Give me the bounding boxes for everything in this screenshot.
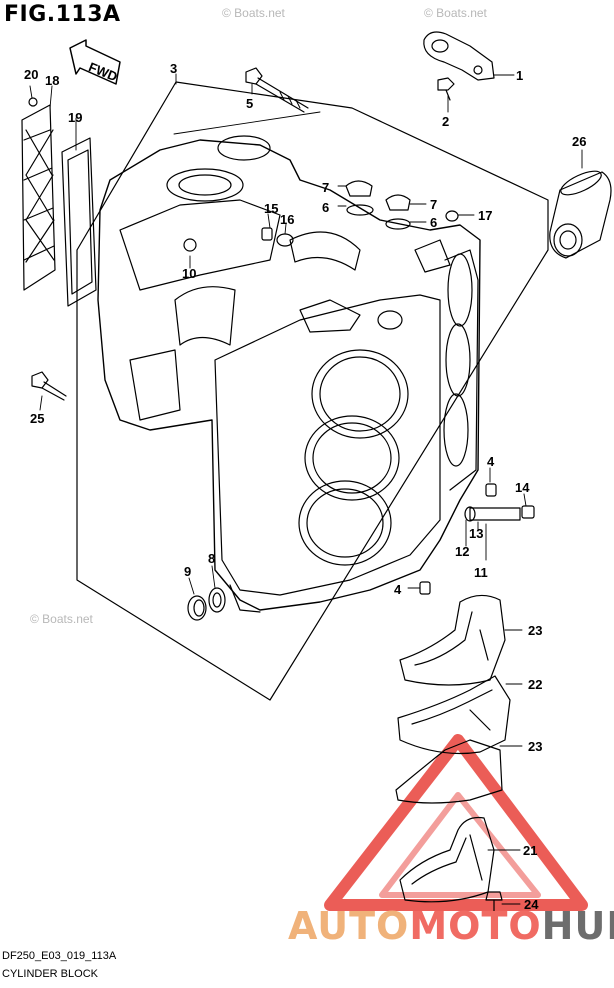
brand-part-moto: MOTO — [409, 904, 542, 948]
callout-5: 5 — [246, 96, 253, 111]
callout-11: 11 — [474, 565, 488, 580]
callout-10: 10 — [182, 266, 196, 281]
bolt-25 — [31, 371, 67, 401]
gasket-21 — [399, 816, 495, 903]
plug-7-left — [345, 180, 374, 216]
watermark-left: © Boats.net — [30, 612, 93, 626]
bolt-24 — [485, 891, 503, 915]
figure-title: FIG.113A — [4, 2, 121, 27]
callout-1: 1 — [516, 68, 523, 83]
callout-18: 18 — [45, 73, 59, 88]
callout-4-upper: 4 — [487, 454, 495, 469]
callout-3: 3 — [170, 61, 177, 76]
callout-15: 15 — [264, 201, 278, 216]
callout-23-upper: 23 — [528, 623, 542, 638]
side-cover-18 — [21, 97, 56, 291]
callout-13: 13 — [469, 526, 483, 541]
callout-12: 12 — [455, 544, 469, 559]
callout-labels: 1 2 3 4 4 5 6 6 7 7 8 9 10 11 12 13 14 1… — [24, 61, 586, 912]
fwd-arrow-icon: FWD — [69, 39, 121, 85]
callout-14: 14 — [515, 480, 530, 495]
watermark-top-2: © Boats.net — [424, 6, 487, 20]
brand-part-hub: HUB — [541, 904, 614, 948]
callout-7-left: 7 — [322, 180, 329, 195]
callout-9: 9 — [184, 564, 191, 579]
fitting-12-13-14 — [464, 505, 535, 522]
gasket-22 — [397, 675, 511, 755]
oil-filter-26 — [549, 170, 612, 259]
callout-6-left: 6 — [322, 200, 329, 215]
brand-logo-text: AUTOMOTOHUB — [288, 904, 614, 948]
gasket-23-upper — [399, 594, 506, 686]
stud-4-upper — [485, 483, 497, 497]
callout-22: 22 — [528, 677, 542, 692]
callout-21: 21 — [523, 843, 537, 858]
callout-2: 2 — [442, 114, 449, 129]
seal-17 — [445, 210, 459, 222]
block-frame — [76, 81, 549, 701]
callout-25: 25 — [30, 411, 44, 426]
plug-7-right — [385, 194, 411, 230]
cylinder-block — [97, 135, 481, 613]
figure-code: DF250_E03_019_113A — [2, 950, 117, 962]
washer-8 — [208, 587, 226, 613]
callout-7-right: 7 — [430, 197, 437, 212]
callout-6-right: 6 — [430, 215, 437, 230]
callout-8: 8 — [208, 551, 215, 566]
watermark-top-1: © Boats.net — [222, 6, 285, 20]
bolt-5 — [245, 67, 309, 113]
callout-19: 19 — [68, 110, 82, 125]
brand-triangle-logo — [324, 734, 588, 911]
callout-4-lower: 4 — [394, 582, 402, 597]
bolt-2 — [437, 77, 455, 101]
brand-part-auto: AUTO — [288, 904, 410, 948]
callout-23-lower: 23 — [528, 739, 542, 754]
callout-24: 24 — [524, 897, 539, 912]
callout-17: 17 — [478, 208, 492, 223]
fitting-15-16 — [261, 227, 294, 247]
stud-4-lower — [419, 581, 431, 595]
figure-name: CYLINDER BLOCK — [2, 968, 98, 980]
callout-26: 26 — [572, 134, 586, 149]
callout-16: 16 — [280, 212, 294, 227]
gasket-23-lower — [395, 739, 503, 804]
callout-20: 20 — [24, 67, 38, 82]
bracket-1 — [423, 31, 495, 81]
plug-9 — [187, 595, 207, 621]
gasket-19 — [61, 137, 97, 307]
leader-lines — [29, 73, 583, 905]
